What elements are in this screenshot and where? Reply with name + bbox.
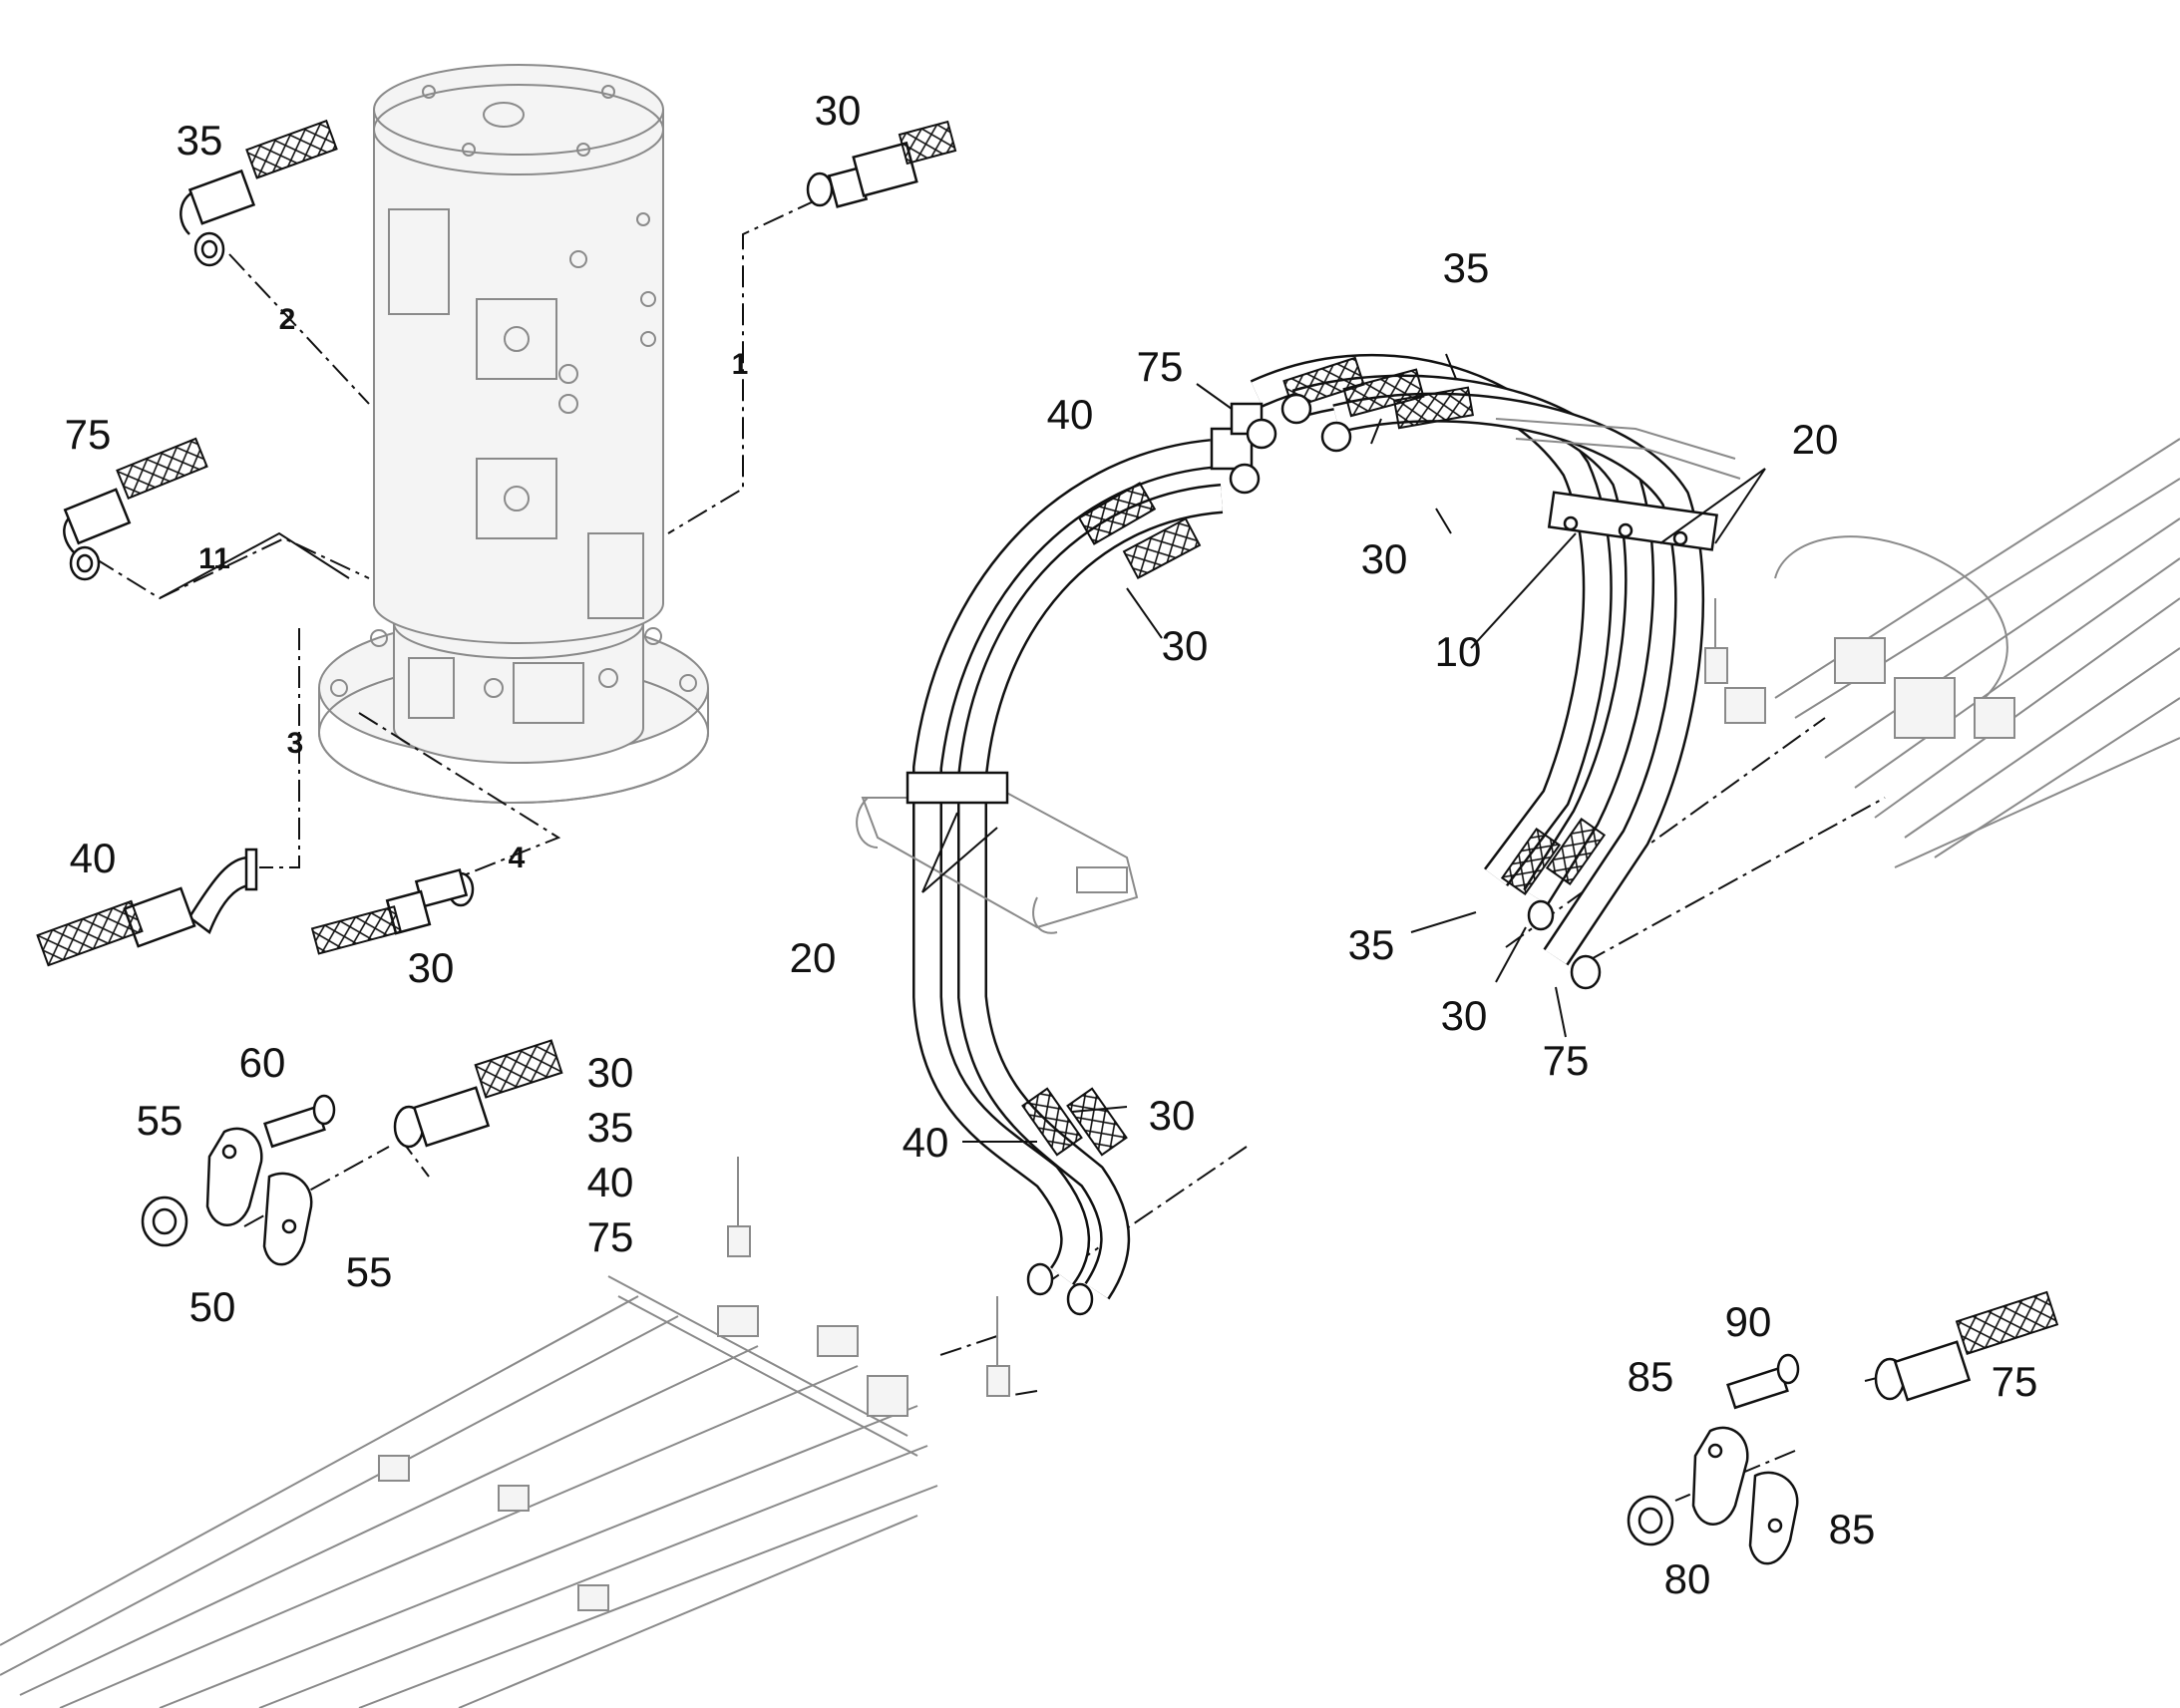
hose-75-elbow [63,437,208,581]
callout-label: 30 [1441,992,1488,1039]
callout-label: 90 [1725,1298,1772,1345]
callout-label: 30 [1149,1092,1196,1139]
index-label: 1 [732,348,749,381]
callout-label: 40 [70,835,117,881]
callout-label: 75 [1137,343,1184,390]
hose-35-elbow [180,119,338,267]
callout-label: 30 [815,87,862,134]
callout-label: 80 [1664,1555,1711,1602]
flange-kit-left [141,1039,563,1266]
callout-label: 20 [790,934,837,981]
hose-clamp-lower [856,771,1139,934]
right-valve-manifold [1495,418,2180,868]
callout-label: 30 [408,944,455,991]
callout-label: 35 [587,1104,634,1151]
index-label: 2 [279,303,296,336]
callout-label: 40 [1047,391,1094,438]
callout-label: 75 [1543,1037,1590,1084]
callout-label: 75 [1992,1358,2038,1405]
hose-30-straight-top [806,120,957,208]
callout-label: 35 [1443,244,1490,291]
index-label: 3 [287,727,304,760]
hose-40-bent [36,848,258,967]
callout-label: 35 [1348,921,1395,968]
leader-lines [159,353,1766,1143]
callout-label: 85 [1829,1506,1876,1552]
callout-label: 35 [177,117,223,164]
callout-label: 75 [65,411,112,458]
arch-hose-bundle [912,353,1705,1316]
callout-label: 30 [1162,622,1209,669]
assembly-centerlines [94,198,1926,1502]
callout-label: 75 [587,1213,634,1260]
callout-label: 40 [903,1119,949,1166]
rotary-swivel-housing [318,64,709,804]
callout-label: 30 [587,1049,634,1096]
callout-label: 50 [189,1283,236,1330]
lower-valve-manifold [0,1157,1010,1708]
index-label: 11 [198,542,230,575]
callout-label: 85 [1628,1353,1674,1400]
callout-label: 20 [1792,416,1839,463]
index-label: 4 [509,842,526,874]
flange-kit-right [1627,1290,2059,1565]
callout-label: 60 [239,1039,286,1086]
hose-clamp-upper [1547,491,1718,551]
callout-label: 30 [1361,535,1408,582]
callout-label: 55 [137,1097,183,1144]
callout-label: 55 [346,1248,393,1295]
callout-label: 40 [587,1159,634,1205]
hose-30-straight-left [310,867,475,955]
callout-labels: 35 30 2 1 75 11 3 40 4 30 60 55 55 50 30… [65,87,2038,1602]
callout-label: 10 [1435,628,1482,675]
